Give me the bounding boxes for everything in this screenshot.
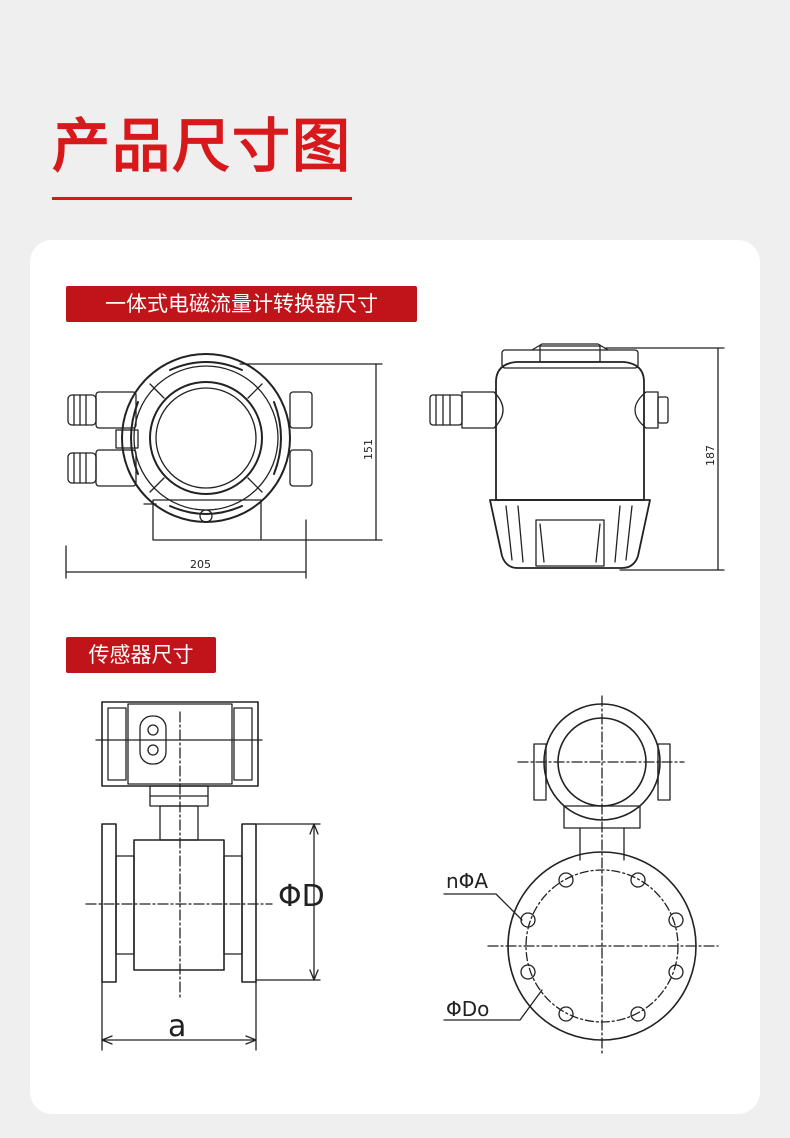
converter-section-label: 一体式电磁流量计转换器尺寸 [66,286,417,322]
dim-187-label: 187 [704,445,717,466]
title-underline [52,197,352,200]
bolt-circle-label: ΦDo [446,997,489,1021]
page-title: 产品尺寸图 [52,112,353,180]
diameter-label: ΦD [278,879,325,914]
sensor-section-label: 传感器尺寸 [66,637,216,673]
length-a-label: a [168,1009,186,1044]
converter-side-view [429,343,725,571]
converter-front-view [65,353,383,579]
holes-label: nΦA [446,869,488,893]
dim-151-label: 151 [362,439,375,460]
dim-205-label: 205 [190,558,211,571]
sensor-front-view [443,695,719,1055]
sensor-side-view [85,701,321,1051]
